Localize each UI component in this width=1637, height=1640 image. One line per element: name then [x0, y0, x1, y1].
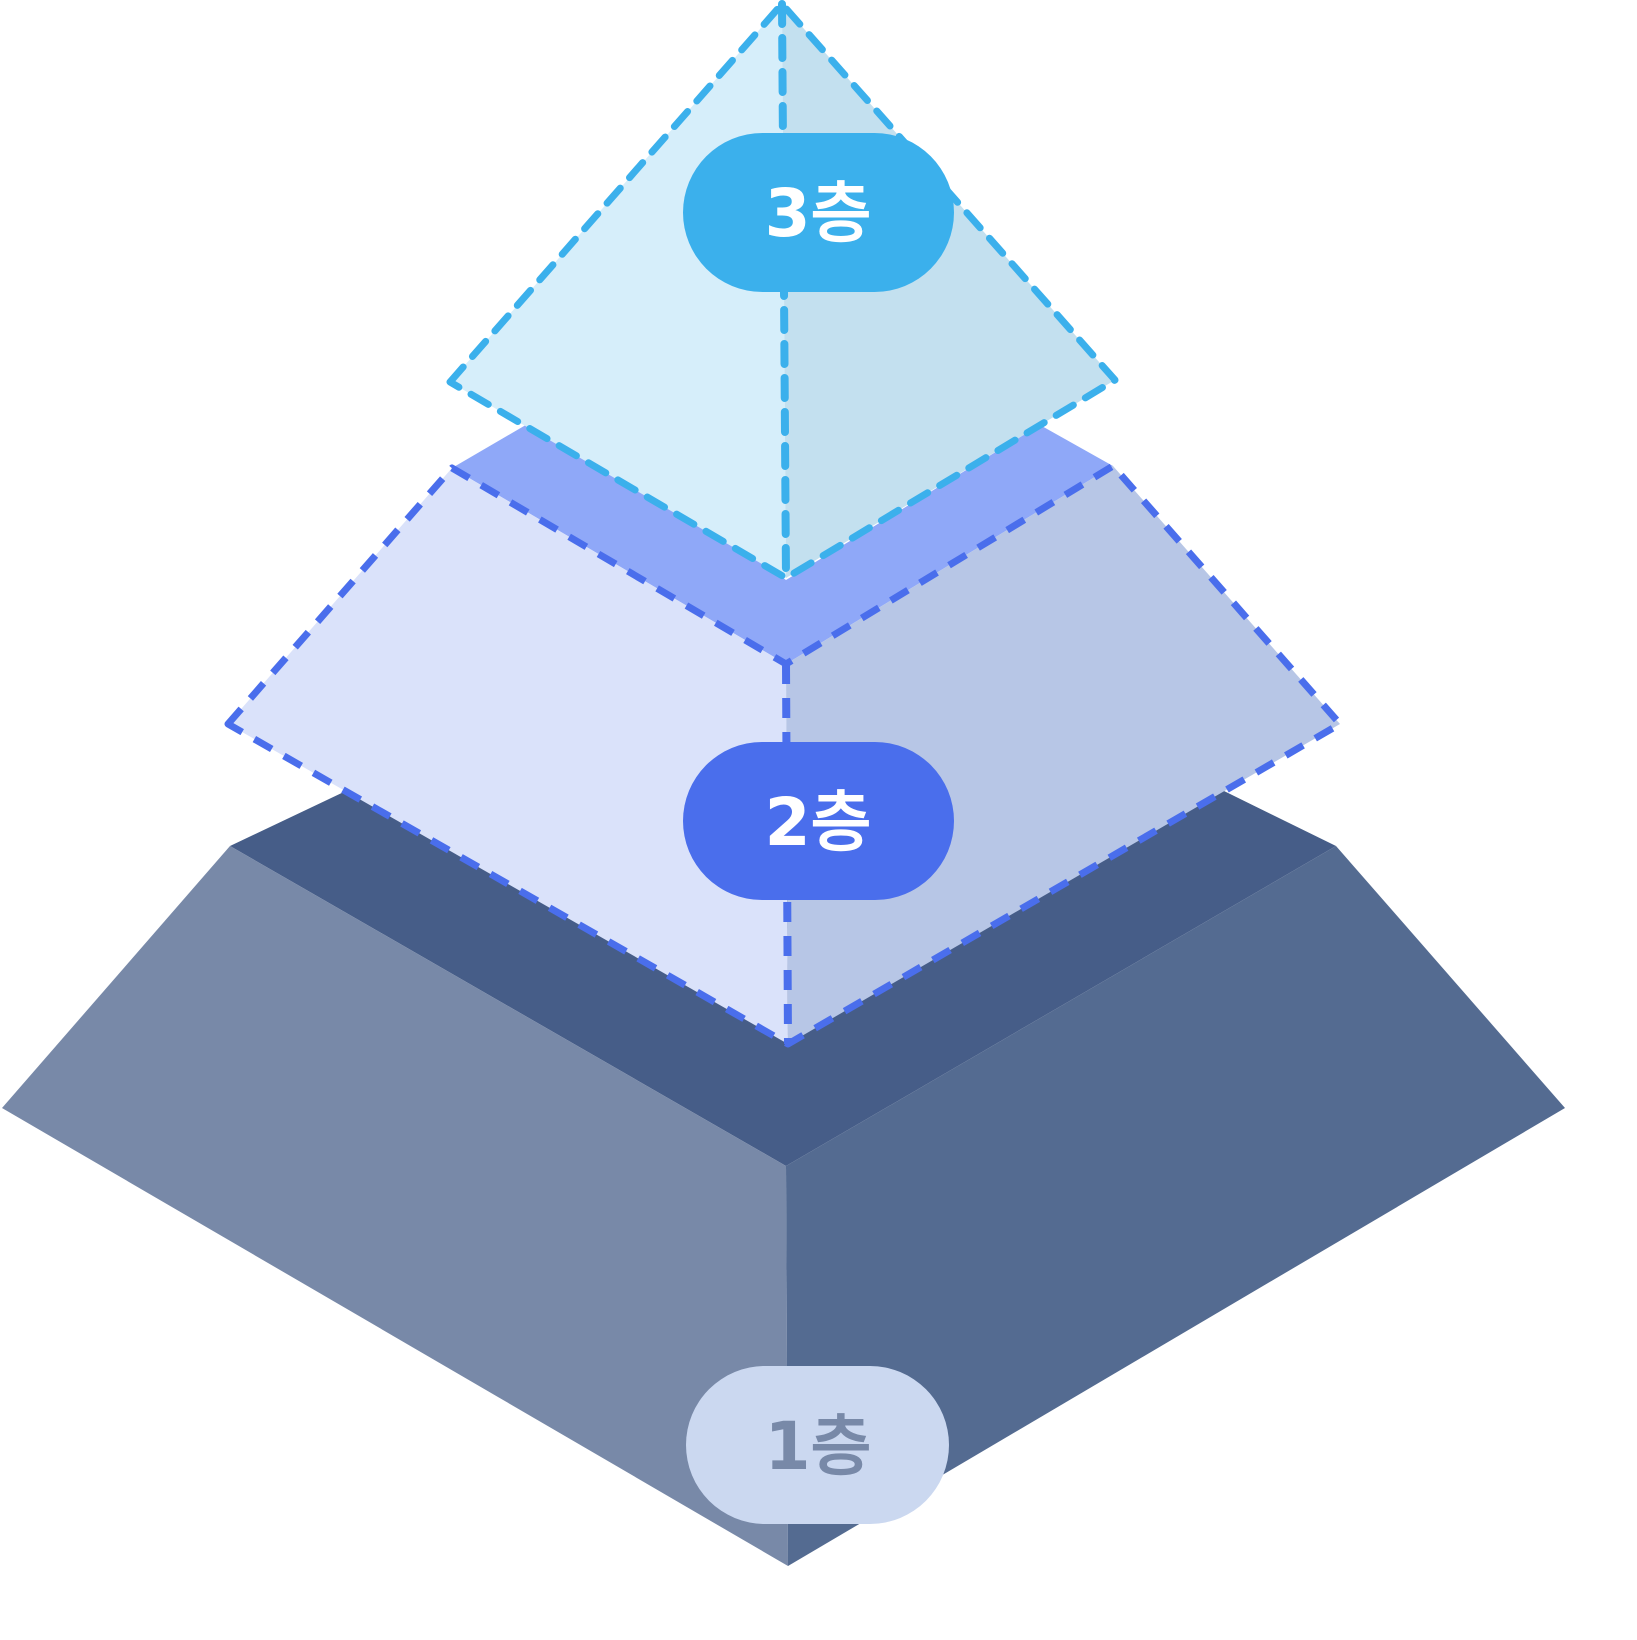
layer-1-right-face	[786, 846, 1565, 1566]
layer-3-dashed-outline	[446, 0, 1119, 582]
label-pill-1	[686, 1366, 949, 1524]
label-text-1: 1층	[765, 1408, 872, 1485]
layer-1-left-face	[2, 846, 788, 1566]
label-pill-3	[683, 133, 954, 292]
label-layer-3: 3층	[683, 133, 954, 292]
label-layer-1: 1층	[686, 1366, 949, 1524]
layer-2-left-face	[228, 468, 788, 1044]
layer-2-right-face	[786, 466, 1340, 1044]
label-pill-2	[683, 742, 954, 900]
label-text-2: 2층	[765, 784, 872, 861]
layer-2-dashed-edge	[782, 663, 792, 1045]
label-layer-2: 2층	[683, 742, 954, 900]
layer-3-left-face	[450, 4, 786, 578]
label-text-3: 3층	[765, 175, 872, 252]
